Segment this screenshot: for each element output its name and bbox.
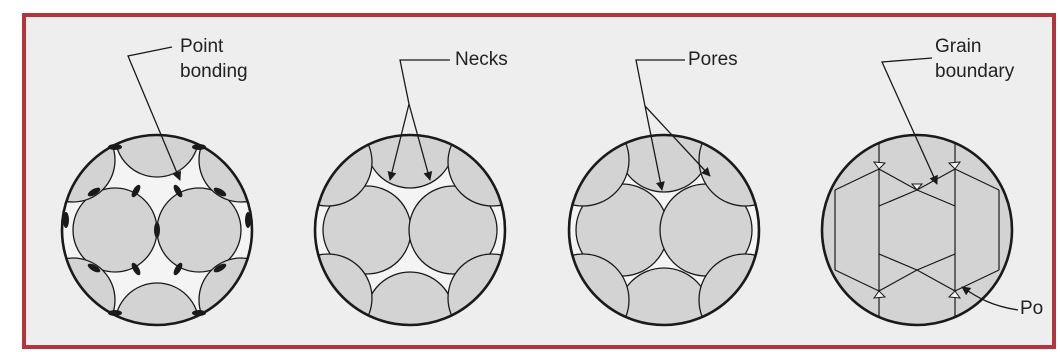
label-line: bonding — [180, 59, 248, 84]
label-line: Point — [180, 34, 248, 59]
stage-pores-circle — [537, 60, 791, 358]
particle — [199, 258, 283, 342]
particle — [537, 114, 629, 206]
particle — [699, 254, 791, 346]
particle — [618, 268, 710, 358]
label-line: Po — [1020, 296, 1043, 321]
point-bonding-label: Point bonding — [180, 34, 248, 84]
label-line: Pores — [688, 47, 738, 72]
stage-point-bonding-circle — [31, 47, 283, 358]
particle — [448, 118, 536, 206]
pores-label: Pores — [688, 47, 738, 72]
particle — [31, 118, 115, 202]
particle — [699, 114, 791, 206]
label-line: Grain — [935, 34, 1014, 59]
label-line: boundary — [935, 59, 1014, 84]
particle — [448, 254, 536, 342]
particle — [199, 118, 283, 202]
particle — [284, 118, 372, 206]
particle — [366, 100, 454, 188]
necks-label: Necks — [455, 47, 508, 72]
pore-label: Po — [1020, 296, 1043, 321]
grain-boundary-label: Grain boundary — [935, 34, 1014, 84]
particle — [284, 254, 372, 342]
particle — [618, 100, 710, 192]
particle — [31, 258, 115, 342]
stage-grain-boundary-circle — [822, 58, 1018, 330]
particle — [537, 254, 629, 346]
stage-necks-circle — [284, 60, 536, 358]
particle — [366, 272, 454, 358]
label-line: Necks — [455, 47, 508, 72]
